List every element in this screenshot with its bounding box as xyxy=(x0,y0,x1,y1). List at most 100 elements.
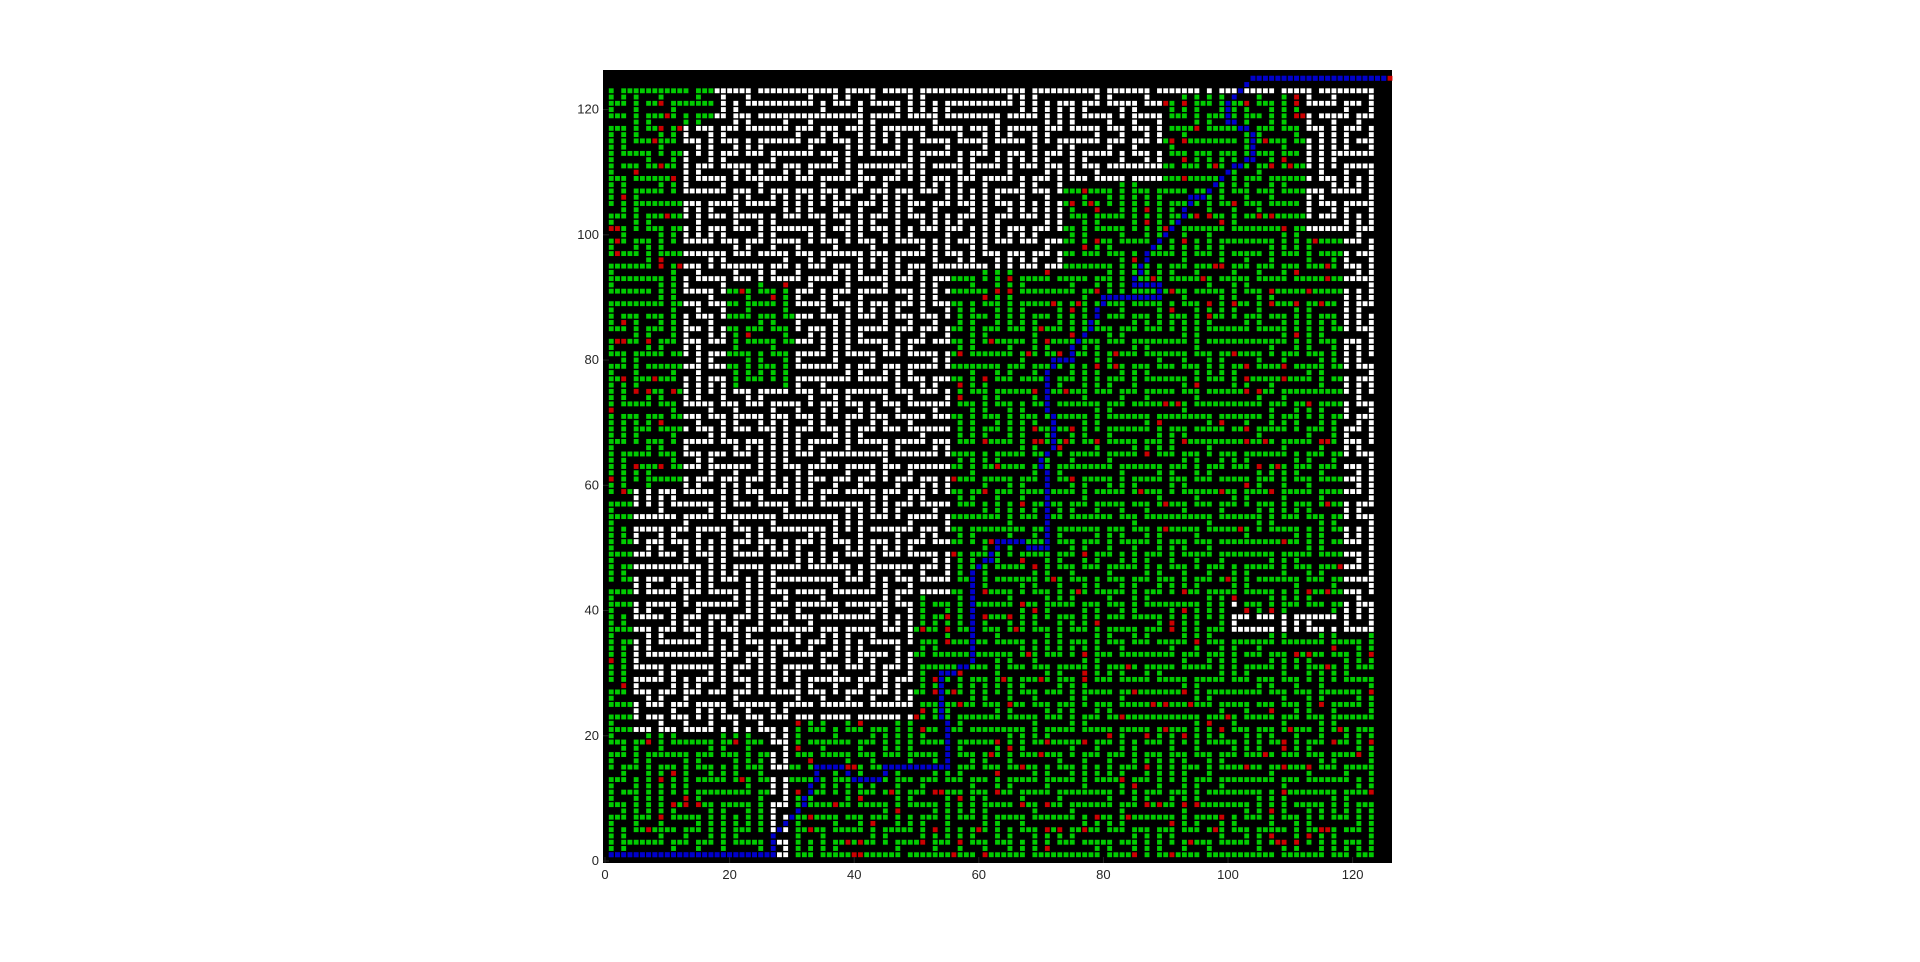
explored-cell xyxy=(1057,601,1063,607)
explored-cell xyxy=(1069,507,1075,513)
open-cell xyxy=(671,539,676,545)
open-cell xyxy=(789,113,795,119)
explored-cell xyxy=(696,795,701,801)
open-cell xyxy=(833,213,838,219)
open-cell xyxy=(720,94,726,100)
open-cell xyxy=(745,263,751,269)
open-cell xyxy=(795,633,801,639)
open-cell xyxy=(957,88,963,94)
explored-cell xyxy=(845,777,851,783)
explored-cell xyxy=(658,839,664,845)
open-cell xyxy=(1343,476,1349,482)
open-cell xyxy=(982,132,988,138)
explored-cell xyxy=(633,244,639,250)
explored-cell xyxy=(621,727,627,732)
open-cell xyxy=(858,150,863,156)
explored-cell xyxy=(1038,426,1044,432)
explored-cell xyxy=(1026,777,1032,783)
open-cell xyxy=(633,727,639,732)
open-cell xyxy=(733,445,739,451)
open-cell xyxy=(1082,176,1088,181)
open-cell xyxy=(720,683,726,689)
open-cell xyxy=(920,332,926,338)
open-cell xyxy=(745,445,751,451)
open-cell xyxy=(907,658,913,664)
explored-cell xyxy=(976,514,982,520)
explored-cell xyxy=(1007,407,1013,413)
open-cell xyxy=(820,257,826,263)
explored-cell xyxy=(608,451,614,457)
explored-cell xyxy=(982,276,988,282)
open-cell xyxy=(795,413,801,419)
explored-cell xyxy=(1044,570,1050,576)
open-cell xyxy=(1356,482,1362,488)
open-cell xyxy=(820,188,826,194)
open-cell xyxy=(926,426,932,432)
explored-cell xyxy=(1019,583,1025,588)
open-cell xyxy=(920,201,926,206)
explored-cell xyxy=(658,113,664,119)
open-cell xyxy=(907,633,913,639)
open-cell xyxy=(708,651,714,657)
explored-cell xyxy=(671,282,676,288)
open-cell xyxy=(833,320,838,325)
explored-cell xyxy=(677,213,683,219)
open-cell xyxy=(745,639,751,645)
explored-cell xyxy=(995,326,1000,332)
open-cell xyxy=(1319,194,1324,200)
explored-cell xyxy=(646,413,652,419)
open-cell xyxy=(858,576,863,582)
explored-cell xyxy=(627,288,633,294)
open-cell xyxy=(720,626,726,632)
open-cell xyxy=(708,213,714,219)
explored-cell xyxy=(982,827,988,833)
open-cell xyxy=(939,426,944,432)
explored-cell xyxy=(758,370,764,376)
explored-cell xyxy=(870,852,876,858)
open-cell xyxy=(882,514,888,520)
explored-cell xyxy=(870,833,876,839)
open-cell xyxy=(664,489,670,494)
explored-cell xyxy=(646,226,652,231)
explored-cell xyxy=(752,338,757,344)
explored-cell xyxy=(957,676,963,682)
open-cell xyxy=(851,601,857,607)
open-cell xyxy=(677,664,683,670)
open-cell xyxy=(920,301,926,307)
explored-cell xyxy=(1057,664,1063,670)
explored-cell xyxy=(608,426,614,432)
open-cell xyxy=(758,169,764,175)
open-cell xyxy=(633,689,639,695)
explored-cell xyxy=(652,827,658,833)
open-cell xyxy=(770,564,776,570)
open-cell xyxy=(1082,113,1088,119)
explored-cell xyxy=(671,407,676,413)
open-cell xyxy=(858,226,863,231)
explored-cell xyxy=(1032,338,1038,344)
explored-cell xyxy=(1019,777,1025,783)
explored-cell xyxy=(671,307,676,313)
explored-cell xyxy=(995,833,1000,839)
open-cell xyxy=(901,188,907,194)
explored-cell xyxy=(995,495,1000,501)
open-cell xyxy=(745,188,751,194)
open-cell xyxy=(995,213,1000,219)
explored-cell xyxy=(608,176,614,181)
explored-cell xyxy=(814,802,820,808)
open-cell xyxy=(1362,576,1368,582)
explored-cell xyxy=(1044,702,1050,707)
explored-cell xyxy=(845,802,851,808)
explored-cell xyxy=(1032,689,1038,695)
explored-cell xyxy=(764,789,770,795)
explored-cell xyxy=(1057,676,1063,682)
explored-cell xyxy=(970,407,976,413)
open-cell xyxy=(882,182,888,188)
explored-cell xyxy=(957,601,963,607)
explored-cell xyxy=(608,382,614,388)
explored-cell xyxy=(833,770,838,776)
open-cell xyxy=(708,388,714,394)
open-cell xyxy=(858,413,863,419)
explored-cell xyxy=(988,614,994,620)
open-cell xyxy=(895,589,901,595)
open-cell xyxy=(777,100,782,106)
